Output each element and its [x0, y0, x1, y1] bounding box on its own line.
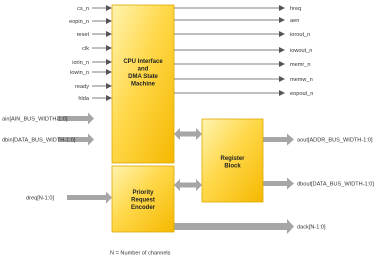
priority-register-bus-arrow — [174, 179, 202, 191]
cpu-input-hlda: hlda — [78, 95, 112, 102]
cpu-output-label-6: eopout_n — [290, 91, 313, 97]
dbout-bus-arrow — [263, 177, 294, 190]
cpu-output-label-1: aen — [290, 18, 299, 24]
cpu-input-label-2: reset — [77, 32, 90, 38]
dbin-bus-label: dbin[DATA_BUS_WIDTH-1:0] — [2, 138, 76, 144]
priority-block-title-3: Encoder — [131, 205, 156, 211]
cpu-output-label-4: memr_n — [290, 62, 311, 68]
cpu-block-title-2: and — [138, 67, 149, 73]
cpu-input-label-5: iowin_n — [70, 70, 89, 76]
cpu-input-label-0: cs_n — [77, 6, 89, 12]
cpu-output-aen: aen — [174, 17, 299, 24]
priority-block-title-1: Priority — [132, 190, 154, 196]
cpu-input-clk: clk — [82, 45, 112, 52]
dbout-bus-label: dbout[DATA_BUS_WIDTH-1:0] — [297, 182, 374, 188]
cpu-input-label-1: eopin_n — [69, 19, 89, 25]
dack-bus-arrow — [112, 219, 294, 234]
register-block — [201, 118, 264, 203]
cpu-input-label-6: ready — [75, 84, 89, 90]
cpu-output-iowout_n: iowout_n — [174, 47, 312, 54]
register-block-title-1: Register — [220, 156, 245, 162]
cpu-input-cs_n: cs_n — [77, 5, 112, 12]
aout-bus-arrow — [263, 133, 294, 146]
cpu-output-label-2: iorout_n — [290, 32, 310, 38]
priority-block-title-2: Request — [131, 198, 155, 204]
ain-bus-label: ain[AIN_BUS_WIDTH-1:0] — [2, 117, 68, 123]
dreq-bus-label: dreq[N-1:0] — [26, 196, 54, 202]
cpu-block-title-4: Machine — [131, 82, 156, 88]
cpu-output-hreq: hreq — [174, 5, 301, 12]
cpu-output-label-3: iowout_n — [290, 48, 312, 54]
dbin-bus-arrow — [58, 133, 94, 146]
ain-bus-arrow — [57, 112, 94, 125]
priority-encoder-block — [111, 165, 175, 233]
cpu-input-reset: reset — [77, 31, 112, 38]
cpu-output-iorout_n: iorout_n — [174, 31, 310, 38]
cpu-block-title-3: DMA State — [128, 74, 158, 80]
dack-bus-label: dack[N-1:0] — [297, 225, 326, 231]
cpu-input-label-4: iorin_n — [72, 60, 89, 66]
cpu-output-label-0: hreq — [290, 6, 301, 12]
cpu-input-ready: ready — [75, 83, 112, 90]
footnote: N = Number of channels — [110, 251, 171, 257]
cpu-input-iorin_n: iorin_n — [72, 59, 112, 66]
register-block-title-2: Block — [224, 164, 241, 170]
cpu-input-label-7: hlda — [78, 96, 89, 102]
cpu-block-title-1: CPU Interface — [123, 59, 163, 65]
cpu-output-eopout_n: eopout_n — [174, 90, 313, 97]
cpu-input-eopin_n: eopin_n — [69, 18, 112, 25]
cpu-output-memw_n: memw_n — [174, 76, 313, 83]
cpu-output-memr_n: memr_n — [174, 61, 311, 68]
cpu-register-bus-arrow — [174, 128, 202, 140]
dreq-bus-arrow — [67, 191, 112, 204]
aout-bus-label: aout[ADDR_BUS_WIDTH-1:0] — [297, 138, 373, 144]
cpu-input-label-3: clk — [82, 46, 89, 52]
cpu-input-iowin_n: iowin_n — [70, 69, 112, 76]
cpu-output-label-5: memw_n — [290, 77, 313, 83]
cpu-interface-block — [111, 4, 175, 164]
